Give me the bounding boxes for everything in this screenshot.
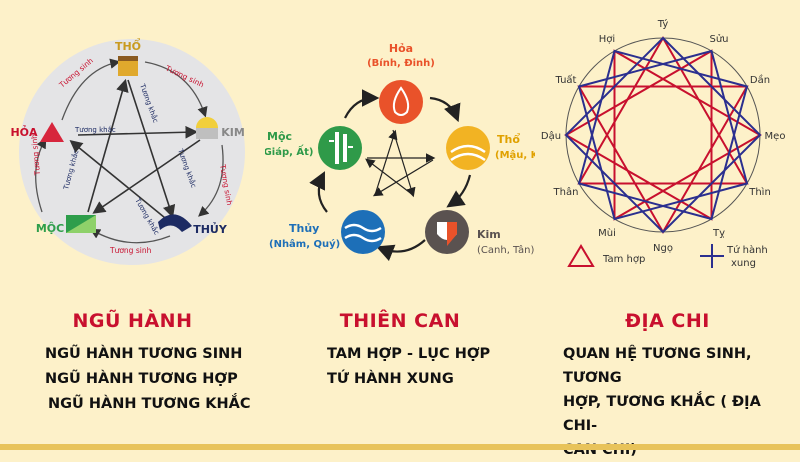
branch-label: Tý [657,18,669,30]
tu-hanh-xung-square [577,49,749,221]
star-line-4 [372,159,434,197]
ngu-hanh-panel: THỔ HỎA KIM THỦY MỘC Tương sinh Tương si… [0,0,265,450]
tam-hop-triangle [577,35,749,185]
arrow-hoa-tho [429,96,461,123]
label-hoa: HỎA [10,125,38,139]
branch-label: Sửu [709,33,728,45]
arrow-sinh-moc-hoa [35,137,47,213]
thien-can-lines: TAM HỢP - LỤC HỢP TỨ HÀNH XUNG [327,342,490,392]
thien-can-line-1: TAM HỢP - LỤC HỢP [327,346,491,362]
branch-label: Thìn [748,186,771,198]
branch-label: Tuất [555,74,577,86]
arrow-tho-kim [446,174,472,208]
label-hoa-name: Hỏa [389,42,413,55]
branch-label: Mùi [598,227,616,239]
star-line-5 [374,129,398,196]
arrow-khac-tho-thuy [127,79,176,219]
dia-chi-line-3: CAN CHI) [563,442,637,458]
legend-xung-label-2: xung [731,258,756,269]
label-khac-1: Tương khắc [74,125,116,134]
thien-can-panel: Hỏa (Bính, Đinh) Thổ (Mậu, Kỷ) Kim (Canh… [265,0,535,450]
label-kim-name: Kim [477,228,501,241]
ngu-hanh-title: NGŨ HÀNH [72,310,193,332]
label-hoa-sub: (Bính, Đinh) [367,57,435,69]
ngu-hanh-lines: NGŨ HÀNH TƯƠNG SINH NGŨ HÀNH TƯƠNG HỢP N… [45,342,251,417]
branch-label: Tỵ [712,228,725,239]
legend-tam-hop-icon [567,244,595,267]
ngu-hanh-diagram: THỔ HỎA KIM THỦY MỘC Tương sinh Tương si… [10,38,245,265]
label-moc-sub: (Giáp, Ất) [265,143,313,158]
hoa-icon [40,122,64,142]
moc-icon [318,126,362,170]
branch-label: Ngọ [653,243,673,254]
arrow-sinh-thuy-moc [89,228,171,244]
arrow-khac-hoa-kim [77,125,199,139]
star-line-1 [392,129,416,198]
branch-label: Dần [750,74,770,86]
legend-xung-label-1: Tứ hành [726,244,768,256]
label-moc: MỘC [36,222,64,235]
tu-hanh-xung-square [564,36,762,234]
arrow-khac-kim-moc [92,139,201,214]
thien-can-title: THIÊN CAN [339,310,461,332]
tam-hop-triangle [577,85,749,235]
dia-chi-line-2: HỢP, TƯƠNG KHẮC ( ĐỊA CHI- [563,394,761,434]
thuy-icon [158,214,192,232]
hoa-icon [379,80,423,124]
thuy-icon [341,210,385,254]
arrow-sinh-kim-thuy [198,144,224,217]
bottom-bar [0,444,800,450]
arrow-sinh-hoa-tho [61,58,121,121]
ngu-hanh-line-2: NGŨ HÀNH TƯƠNG HỢP [45,371,238,387]
thien-can-diagram: Hỏa (Bính, Đinh) Thổ (Mậu, Kỷ) Kim (Canh… [265,42,535,262]
label-thuy-name: Thủy [289,222,319,235]
dia-chi-title: ĐỊA CHI [625,310,710,332]
arrow-sinh-tho-kim [144,61,208,118]
branch-label: Mẹo [765,131,786,142]
label-moc-name: Mộc [267,130,292,143]
tu-hanh-xung-square [577,49,749,221]
kim-icon [425,210,469,254]
arrow-thuy-moc [309,171,328,213]
arrow-khac-moc-tho [87,78,129,213]
arrow-khac-thuy-hoa [69,139,171,223]
thien-can-line-2: TỨ HÀNH XUNG [327,371,454,387]
tam-hop-triangle [563,49,713,221]
branch-label: Thân [553,186,579,198]
arrow-kim-thuy [375,239,426,262]
label-thuy: THỦY [193,222,228,236]
arrow-moc-hoa [344,89,380,119]
legend-xung-icon [700,244,724,268]
label-sinh-left: Tương sinh [29,133,42,176]
ngu-hanh-circle [19,39,245,265]
ngu-hanh-line-3: NGŨ HÀNH TƯƠNG KHẮC [48,396,251,412]
star-line-2 [365,158,414,196]
dia-chi-line-1: QUAN HỆ TƯƠNG SINH, TƯƠNG [563,346,752,386]
label-kim: KIM [221,126,245,139]
dia-chi-circle [565,37,761,233]
label-thuy-sub: (Nhâm, Quý) [269,238,340,250]
label-sinh-bottom: Tương sinh [109,246,152,255]
label-kim-sub: (Canh, Tân) [477,244,534,256]
label-tho: THỔ [115,38,141,53]
branch-label: Hợi [599,34,615,45]
ngu-hanh-line-1: NGŨ HÀNH TƯƠNG SINH [45,346,243,362]
label-tho-sub: (Mậu, Kỷ) [495,148,535,161]
branch-label: Dậu [541,130,561,142]
label-tho-name: Thổ [497,133,520,146]
tam-hop-triangle [613,49,763,221]
legend-tam-hop-label: Tam hợp [602,254,645,265]
tho-icon [446,126,490,170]
